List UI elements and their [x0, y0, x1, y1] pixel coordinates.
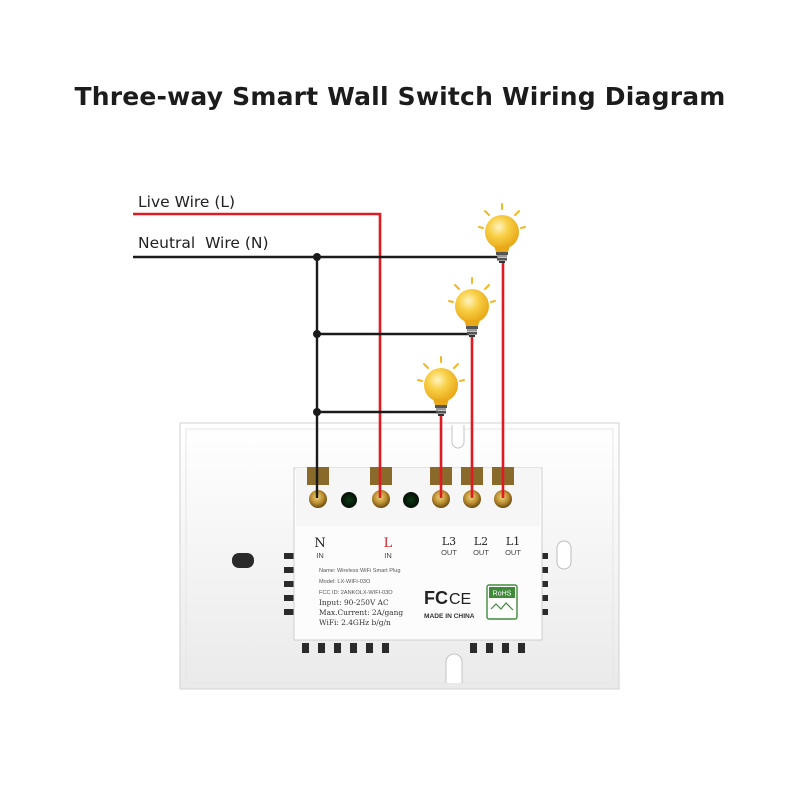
made-in-china: MADE IN CHINA [424, 613, 475, 620]
junction-dot [313, 330, 321, 338]
svg-text:RoHS: RoHS [493, 591, 512, 598]
ce-mark-icon: CE [449, 591, 471, 608]
terminal-sub-l1: OUT [505, 548, 521, 557]
live-wire-label: Live Wire (L) [138, 193, 236, 211]
vent-fins [284, 553, 548, 653]
spec-model: Model: LX-WIFI-03O [319, 579, 371, 585]
terminal-screw-n [309, 490, 327, 508]
light-bulb-icon [417, 356, 465, 416]
junction-dot [313, 253, 321, 261]
light-bulb-icon [448, 277, 496, 337]
terminal-label-n: N [314, 536, 325, 551]
mounting-notch-top [451, 425, 465, 449]
wiring [133, 212, 505, 498]
terminal-screw-l1 [494, 490, 512, 508]
terminal-label-l1: L1 [506, 535, 520, 548]
fcc-logo-icon: FC [424, 588, 448, 608]
terminal-screw-l [372, 490, 390, 508]
terminal-label-l3: L3 [442, 535, 456, 548]
rohs-badge-icon: RoHS [486, 584, 518, 620]
terminal-sub-l: IN [384, 551, 392, 560]
live-wire [133, 212, 382, 498]
light-bulb-icon [478, 203, 526, 263]
spec-input: Input: 90-250V AC [319, 598, 389, 607]
spec-max-current: Max.Current: 2A/gang [319, 608, 403, 617]
spec-name: Name: Wireless WiFi Smart Plug [319, 568, 400, 574]
terminal-screw-l2 [463, 490, 481, 508]
spec-fcc-id: FCC ID: 2ANKOLX-WIFI-03O [319, 590, 393, 596]
neutral-wire-label: Neutral Wire (N) [138, 234, 269, 252]
diagram-title: Three-way Smart Wall Switch Wiring Diagr… [74, 82, 726, 111]
terminal-label-l: L [384, 536, 393, 551]
mounting-slot-left [232, 553, 254, 568]
switch-module: N IN L IN L3 OUT L2 OUT L1 OUT Name: Wir… [293, 467, 543, 641]
terminal-sub-l3: OUT [441, 548, 457, 557]
terminal-sub-l2: OUT [473, 548, 489, 557]
terminal-label-l2: L2 [474, 535, 488, 548]
terminal-sub-n: IN [316, 551, 324, 560]
mounting-notch-bottom [445, 653, 463, 683]
indicator-hole-2 [403, 492, 419, 508]
junction-dot [313, 408, 321, 416]
spec-wifi: WiFi: 2.4GHz b/g/n [319, 618, 391, 627]
terminal-screw-l3 [432, 490, 450, 508]
mounting-slot-right [556, 540, 572, 570]
indicator-hole-1 [341, 492, 357, 508]
